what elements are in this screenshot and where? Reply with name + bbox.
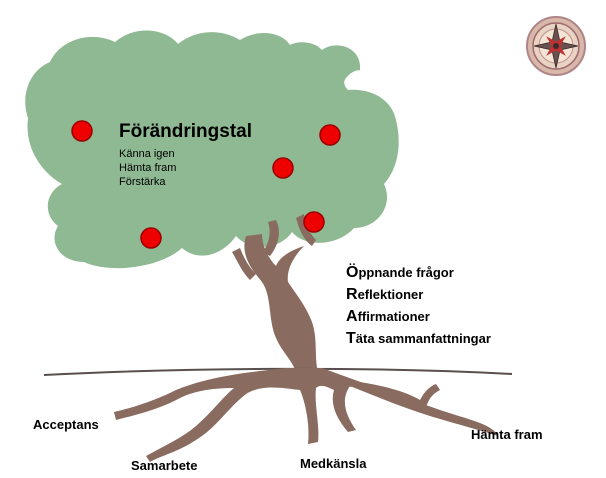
canopy-sub-item: Känna igen bbox=[119, 147, 175, 161]
red-dot bbox=[72, 121, 92, 141]
canopy-title: Förändringstal bbox=[119, 121, 252, 143]
oars-initial: T bbox=[346, 330, 356, 347]
oars-rest: eflektioner bbox=[358, 287, 424, 302]
oars-rest: ffirmationer bbox=[358, 309, 430, 324]
oars-initial: A bbox=[346, 308, 358, 325]
root-label-hamta-fram: Hämta fram bbox=[471, 427, 543, 442]
canopy-sub-item: Förstärka bbox=[119, 175, 165, 189]
oars-rest: äta sammanfattningar bbox=[356, 331, 491, 346]
red-dot bbox=[304, 212, 324, 232]
root-label-acceptans: Acceptans bbox=[33, 417, 99, 432]
oars-item: Öppnande frågor bbox=[346, 262, 491, 284]
tree-roots bbox=[114, 368, 498, 462]
tree-canopy bbox=[25, 31, 398, 269]
oars-rest: ppnande frågor bbox=[358, 265, 453, 280]
red-dot bbox=[320, 125, 340, 145]
oars-item: Reflektioner bbox=[346, 284, 491, 306]
canopy-sub-item: Hämta fram bbox=[119, 161, 176, 175]
oars-item: Affirmationer bbox=[346, 306, 491, 328]
root-label-medkansla: Medkänsla bbox=[300, 456, 366, 471]
oars-initial: Ö bbox=[346, 264, 358, 281]
red-dot bbox=[141, 228, 161, 248]
red-dot bbox=[273, 158, 293, 178]
root-label-samarbete: Samarbete bbox=[131, 458, 197, 473]
oars-item: Täta sammanfattningar bbox=[346, 328, 491, 350]
oars-initial: R bbox=[346, 286, 358, 303]
compass-rose-icon bbox=[527, 17, 585, 75]
oars-list: Öppnande frågor Reflektioner Affirmation… bbox=[346, 262, 491, 350]
